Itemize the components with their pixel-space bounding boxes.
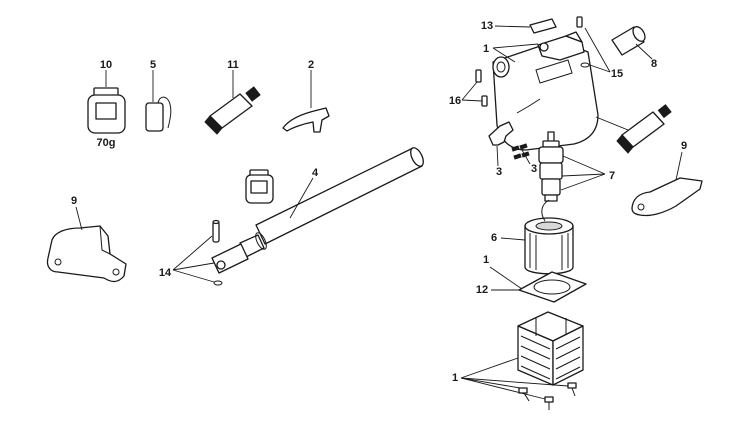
label-7: 7 <box>609 170 615 182</box>
label-2: 2 <box>308 59 314 71</box>
part-6-motor-winding <box>524 199 574 275</box>
part-7-motor-shaft <box>538 131 564 202</box>
label-14: 14 <box>159 267 172 279</box>
label-9-left: 9 <box>71 195 77 207</box>
part-8-cable-gland <box>611 26 646 56</box>
label-12: 12 <box>476 284 488 296</box>
part-4-piston-rod <box>211 147 424 274</box>
label-15: 15 <box>611 68 623 80</box>
part-1-bottom-screws <box>518 382 577 410</box>
label-9-right: 9 <box>681 140 687 152</box>
label-13: 13 <box>481 20 493 32</box>
part-grease-tube-right <box>616 104 672 154</box>
part-grease-jar-small <box>245 169 274 204</box>
part-9-right-bracket <box>631 177 703 217</box>
part-15-screw-oring <box>576 16 590 68</box>
label-6: 6 <box>491 232 497 244</box>
part-5-capacitor <box>145 96 172 132</box>
part-14-pin-and-clip <box>212 219 223 286</box>
label-11: 11 <box>227 59 239 71</box>
label-1-bottom: 1 <box>452 372 458 384</box>
label-5: 5 <box>150 59 156 71</box>
part-12-gasket <box>518 271 587 303</box>
label-3-left: 3 <box>496 166 502 178</box>
part-16-screws <box>475 69 488 107</box>
label-weight: 70g <box>97 137 116 149</box>
part-13-cover <box>529 18 557 34</box>
label-10: 10 <box>100 59 112 71</box>
label-16: 16 <box>449 95 461 107</box>
label-1-mid: 1 <box>483 254 489 266</box>
label-3-right: 3 <box>531 163 537 175</box>
label-8: 8 <box>651 58 657 70</box>
part-10-grease-jar <box>87 87 126 134</box>
part-9-left-bracket <box>46 225 127 283</box>
part-1-gear-housing <box>517 311 584 386</box>
part-11-tube <box>204 86 261 135</box>
label-4: 4 <box>312 167 319 179</box>
part-2-release-lever <box>282 107 330 133</box>
part-3-bracket-bolts <box>488 121 530 160</box>
label-1-top: 1 <box>483 43 489 55</box>
part-1-motor-housing <box>492 31 599 151</box>
